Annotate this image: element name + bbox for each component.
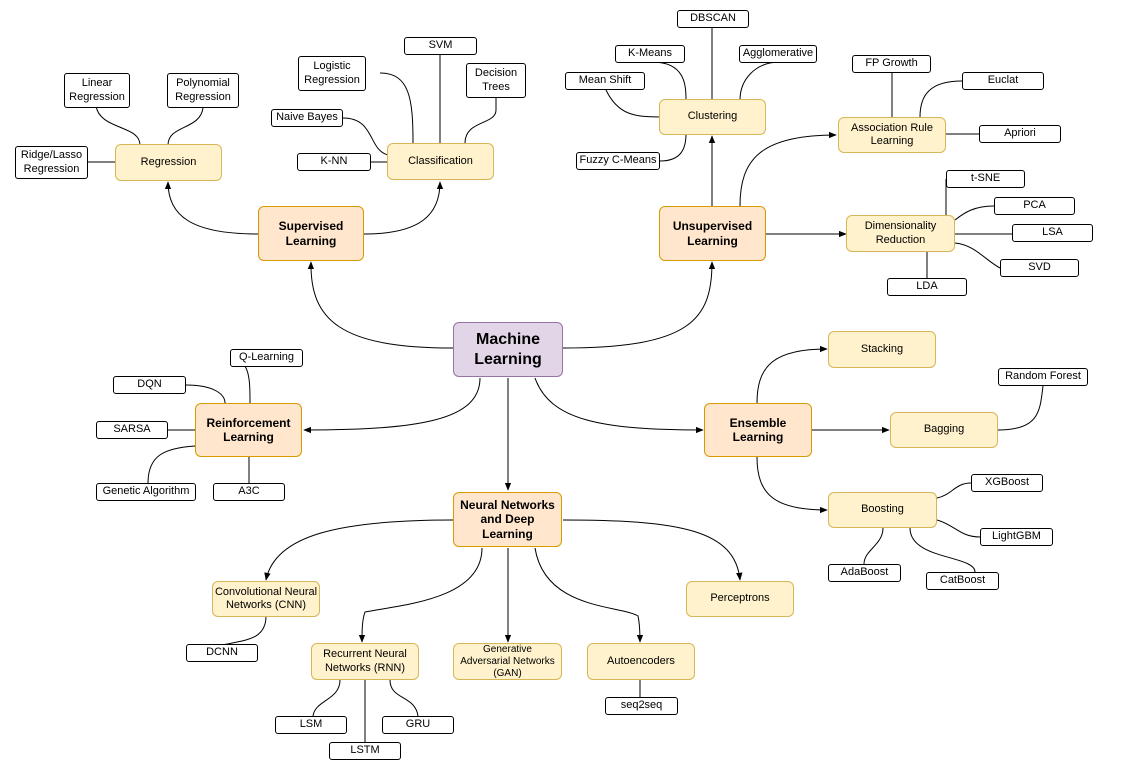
edge-ens-boosting (756, 456, 828, 514)
decision-trees-leaf: Decision Trees (466, 63, 526, 98)
gru-leaf: GRU (382, 716, 454, 734)
edge-class-naive (342, 117, 389, 156)
edge-boost-lightgbm (936, 519, 981, 538)
bagging-node: Bagging (890, 412, 998, 448)
logistic-regression-leaf: Logistic Regression (298, 56, 366, 91)
fuzzy-c-means-leaf: Fuzzy C-Means (576, 152, 660, 170)
edge-boost-xgboost (936, 482, 972, 499)
genetic-algorithm-leaf: Genetic Algorithm (96, 483, 196, 501)
root-node: Machine Learning (453, 322, 563, 377)
edge-rl-genetic (147, 445, 196, 484)
edge-ens-stacking (756, 345, 828, 404)
k-means-leaf: K-Means (615, 45, 685, 63)
edge-root-supervised (307, 261, 454, 349)
dcnn-leaf: DCNN (186, 644, 258, 662)
q-learning-leaf: Q-Learning (230, 349, 303, 367)
edge-regression-polynomial (167, 107, 204, 146)
lsm-leaf: LSM (275, 716, 347, 734)
edge-bag-rf (997, 385, 1044, 431)
dimensionality-reduction-node: Dimensionality Reduction (846, 215, 955, 252)
boosting-node: Boosting (828, 492, 937, 528)
fp-growth-leaf: FP Growth (852, 55, 931, 73)
t-sne-leaf: t-SNE (946, 170, 1025, 188)
lstm-leaf: LSTM (329, 742, 401, 760)
sarsa-leaf: SARSA (96, 421, 168, 439)
agglomerative-leaf: Agglomerative (739, 45, 817, 63)
edge-dim-pca (954, 205, 995, 221)
xgboost-leaf: XGBoost (971, 474, 1043, 492)
a3c-leaf: A3C (213, 483, 285, 501)
association-rule-learning-node: Association Rule Learning (838, 117, 946, 153)
edge-assoc-euclat (919, 80, 963, 118)
edge-cnn-dcnn (221, 615, 267, 646)
neural-networks-node: Neural Networks and Deep Learning (453, 492, 562, 547)
gan-node: Generative Adversarial Networks (GAN) (453, 643, 562, 680)
svd-leaf: SVD (1000, 259, 1079, 277)
edge-boost-adaboost (863, 527, 884, 565)
edge-nn-cnn (264, 519, 454, 581)
edge-dim-svd (954, 242, 1001, 269)
autoencoders-node: Autoencoders (587, 643, 695, 680)
ensemble-learning-node: Ensemble Learning (704, 403, 812, 457)
ridge-lasso-regression-leaf: Ridge/Lasso Regression (15, 146, 88, 179)
edge-class-decision (464, 98, 497, 144)
edge-supervised-regression (164, 181, 259, 235)
catboost-leaf: CatBoost (926, 572, 999, 590)
edge-nn-rnn (358, 547, 483, 643)
lsa-leaf: LSA (1012, 224, 1093, 242)
polynomial-regression-leaf: Polynomial Regression (167, 73, 239, 108)
classification-node: Classification (387, 143, 494, 180)
svm-leaf: SVM (404, 37, 477, 55)
lightgbm-leaf: LightGBM (980, 528, 1053, 546)
apriori-leaf: Apriori (979, 125, 1061, 143)
mean-shift-leaf: Mean Shift (565, 72, 645, 90)
edge-supervised-classification (363, 181, 444, 235)
stacking-node: Stacking (828, 331, 936, 368)
supervised-learning-node: Supervised Learning (258, 206, 364, 261)
cnn-node: Convolutional Neural Networks (CNN) (212, 581, 320, 617)
clustering-node: Clustering (659, 99, 766, 135)
edge-clust-fuzzy (659, 133, 687, 162)
reinforcement-learning-node: Reinforcement Learning (195, 403, 302, 457)
edge-nn-autoencoders (534, 547, 644, 643)
edge-rnn-gru (389, 679, 419, 717)
edge-class-logistic (379, 72, 414, 144)
regression-node: Regression (115, 144, 222, 181)
edge-rl-dqn (185, 384, 226, 404)
perceptrons-node: Perceptrons (686, 581, 794, 617)
edge-clust-kmeans (651, 61, 687, 101)
lda-leaf: LDA (887, 278, 967, 296)
naive-bayes-leaf: Naive Bayes (271, 109, 343, 127)
dbscan-leaf: DBSCAN (677, 10, 749, 28)
seq2seq-leaf: seq2seq (605, 697, 678, 715)
edge-clust-meanshift (605, 89, 661, 118)
edge-boost-catboost (909, 527, 976, 573)
edge-root-unsupervised (562, 261, 716, 349)
edge-root-ensemble (534, 377, 704, 434)
edge-nn-perceptrons (562, 519, 743, 581)
adaboost-leaf: AdaBoost (828, 564, 901, 582)
edge-rnn-lsm (312, 679, 341, 717)
edge-regression-linear (95, 105, 141, 146)
edge-clust-agglomerative (739, 61, 781, 101)
linear-regression-leaf: Linear Regression (64, 73, 130, 108)
pca-leaf: PCA (994, 197, 1075, 215)
dqn-leaf: DQN (113, 376, 186, 394)
edge-unsup-association (739, 131, 837, 207)
rnn-node: Recurrent Neural Networks (RNN) (311, 643, 419, 680)
knn-leaf: K-NN (297, 153, 371, 171)
edge-root-reinforcement (303, 377, 481, 434)
random-forest-leaf: Random Forest (998, 368, 1088, 386)
unsupervised-learning-node: Unsupervised Learning (659, 206, 766, 261)
euclat-leaf: Euclat (962, 72, 1044, 90)
